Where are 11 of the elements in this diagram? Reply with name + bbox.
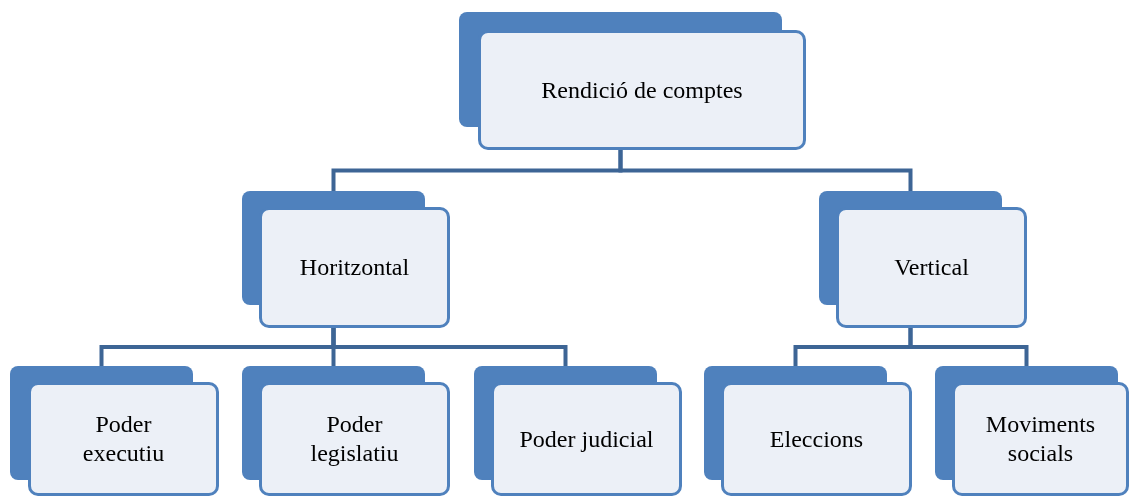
- node-label: Moviments socials: [984, 410, 1097, 468]
- connector-line: [331, 328, 568, 366]
- node-label: Vertical: [894, 253, 969, 282]
- node-label: Poder legislatiu: [309, 410, 400, 468]
- node-label: Poder executiu: [81, 410, 166, 468]
- node-label: Rendició de comptes: [541, 75, 743, 105]
- connector-line: [618, 150, 913, 191]
- node-label: Eleccions: [769, 424, 864, 454]
- node-label: Poder judicial: [519, 424, 654, 454]
- connector-line: [908, 328, 1029, 366]
- node-label: Horitzontal: [299, 253, 410, 282]
